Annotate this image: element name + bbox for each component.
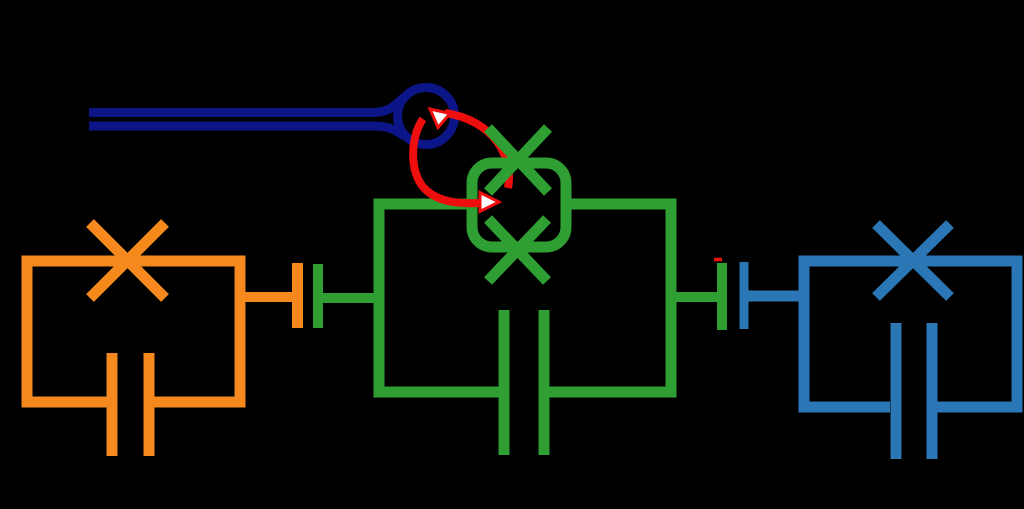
flux-arrow-lower-arc [409, 116, 481, 208]
coupler-loop-left-branch [373, 198, 499, 398]
drive-line-top-conductor [89, 94, 407, 117]
left-qubit-loop [21, 255, 246, 408]
right-qubit-junction-arm-2 [872, 220, 954, 301]
flux-arrow-lower-arrowhead [478, 190, 503, 214]
squid-junction-top-arm-2 [483, 124, 553, 196]
left-qubit-junction-arm-2 [86, 219, 169, 302]
right-qubit-loop [798, 255, 1023, 413]
squid-junction-bottom-arm-2 [484, 215, 551, 285]
drive-line-bottom-conductor [89, 121, 407, 140]
flux-arrow-upper-arrowhead [427, 106, 453, 131]
